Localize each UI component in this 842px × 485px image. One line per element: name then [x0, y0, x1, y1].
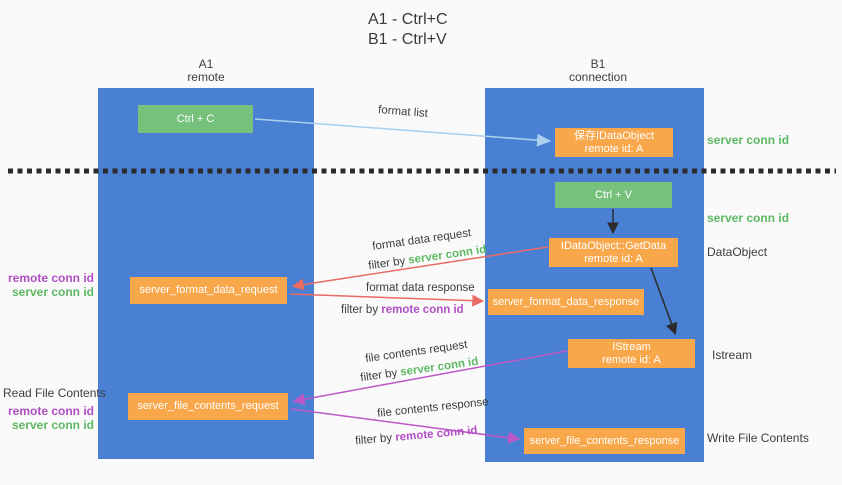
arrow-format-data-response: [289, 293, 485, 307]
column-a1-subtitle: remote: [187, 70, 225, 84]
node-getdata-line1: IDataObject::GetData: [560, 239, 667, 252]
server-conn-id-label: server conn id: [11, 285, 94, 299]
filter-by-text: filter by: [367, 254, 410, 273]
read-file-contents-label: Read File Contents: [3, 386, 106, 400]
node-idataobject-getdata: IDataObject::GetData remote id: A: [549, 238, 678, 267]
column-header-a1: A1 remote: [156, 58, 256, 84]
node-ctrl-c: Ctrl + C: [138, 105, 253, 133]
edge-label-format-list: format list: [377, 104, 429, 120]
remote-conn-id-highlight: remote conn id: [394, 424, 478, 444]
filter-by-text: filter by: [354, 431, 396, 448]
remote-conn-id-label: remote conn id: [8, 271, 95, 285]
title-line-1: A1 - Ctrl+C: [368, 11, 448, 28]
remote-conn-id-label: remote conn id: [8, 404, 95, 418]
filter-by-text: filter by: [359, 366, 402, 385]
node-file-response-label: server_file_contents_response: [529, 434, 680, 447]
node-ctrl-v-label: Ctrl + V: [595, 188, 632, 201]
dataobject-label: DataObject: [707, 245, 768, 259]
node-server-file-contents-request: server_file_contents_request: [128, 393, 288, 420]
node-server-format-data-response: server_format_data_response: [488, 289, 644, 315]
node-server-file-contents-response: server_file_contents_response: [524, 428, 685, 454]
node-file-request-label: server_file_contents_request: [137, 400, 279, 412]
diagram-title: A1 - Ctrl+C B1 - Ctrl+V: [368, 10, 448, 50]
column-b1-title: B1: [590, 57, 606, 71]
node-server-format-data-request: server_format_data_request: [130, 277, 287, 304]
node-save-dataobject-line2: remote id: A: [584, 142, 644, 155]
write-file-contents-label: Write File Contents: [707, 431, 809, 445]
edge-label-file-contents-response: file contents response: [376, 396, 490, 420]
server-conn-id-label: server conn id: [707, 133, 790, 147]
left-format-conn-ids: remote conn id server conn id: [8, 271, 94, 299]
column-header-b1: B1 connection: [548, 58, 648, 84]
istream-label: Istream: [712, 348, 753, 362]
title-line-2: B1 - Ctrl+V: [368, 31, 447, 48]
node-istream-line2: remote id: A: [602, 353, 661, 366]
edge-label-format-data-response: format data response: [366, 282, 475, 294]
node-getdata-line2: remote id: A: [584, 252, 643, 265]
node-format-request-label: server_format_data_request: [139, 284, 278, 296]
node-istream: IStream remote id: A: [568, 339, 695, 368]
node-format-response-label: server_format_data_response: [492, 295, 640, 308]
node-save-dataobject: 保存IDataObject remote id: A: [555, 128, 673, 157]
server-conn-id-label: server conn id: [11, 418, 94, 432]
server-conn-id-label: server conn id: [707, 211, 790, 225]
edge-label-file-contents-response-filter: filter by remote conn id: [355, 425, 478, 449]
column-b1-subtitle: connection: [568, 70, 628, 84]
column-a1-title: A1: [198, 57, 214, 71]
edge-label-format-data-response-filter: filter by remote conn id: [341, 304, 464, 317]
node-ctrl-c-label: Ctrl + C: [176, 112, 215, 125]
node-ctrl-v: Ctrl + V: [555, 182, 672, 208]
node-save-dataobject-line1: 保存IDataObject: [573, 129, 655, 142]
filter-by-text: filter by: [341, 304, 382, 316]
left-file-conn-ids: remote conn id server conn id: [8, 404, 94, 432]
node-istream-line1: IStream: [612, 340, 651, 353]
remote-conn-id-highlight: remote conn id: [381, 304, 464, 316]
